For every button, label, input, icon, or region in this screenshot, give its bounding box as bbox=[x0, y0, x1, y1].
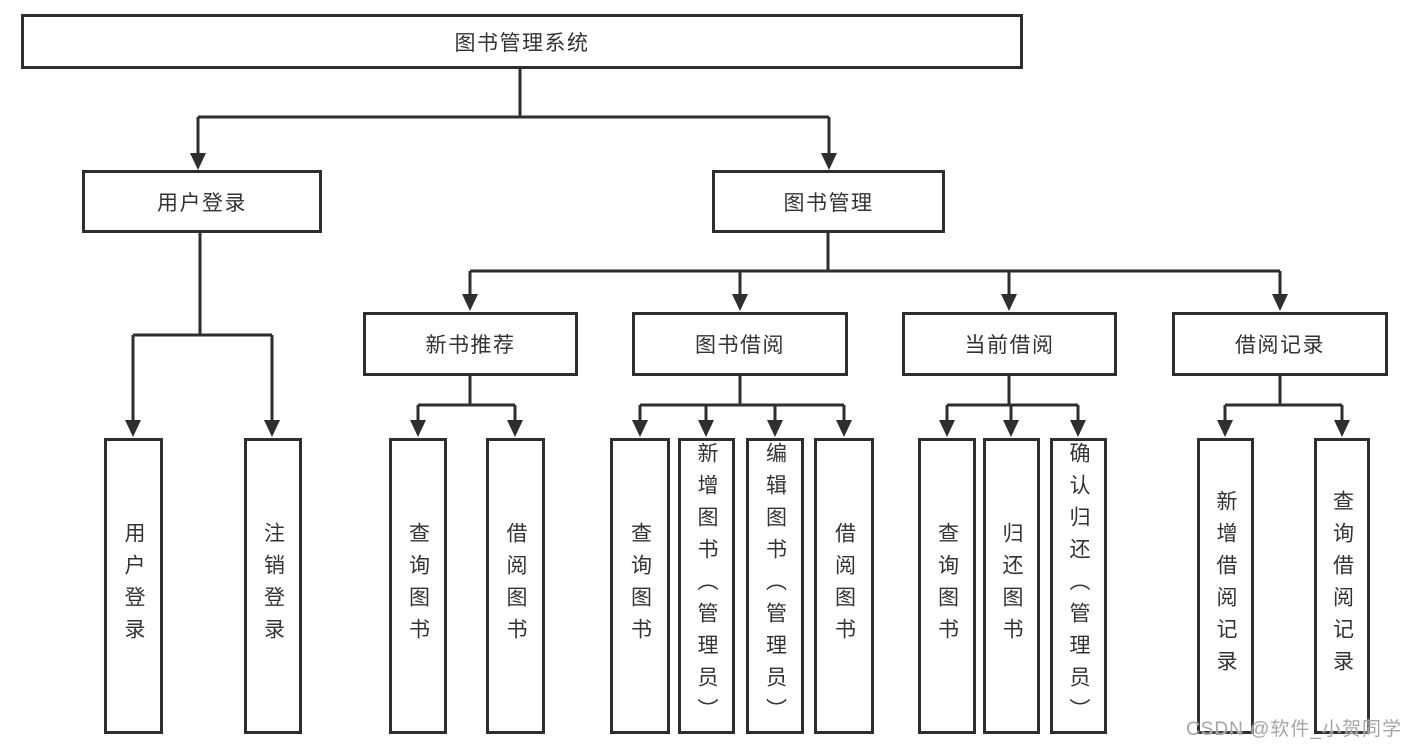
leaf-label: 确认归还（管理员） bbox=[1067, 442, 1090, 730]
leaf-add-borrow-record: 新增借阅记录 bbox=[1197, 438, 1254, 734]
leaf-label: 新增借阅记录 bbox=[1214, 490, 1237, 682]
connector-paths bbox=[131, 69, 1344, 424]
leaf-query-borrow-record: 查询借阅记录 bbox=[1314, 438, 1370, 734]
leaf-return-book: 归还图书 bbox=[983, 438, 1040, 734]
leaf-label: 注销登录 bbox=[261, 522, 285, 650]
leaf-query-book-newbook: 查询图书 bbox=[389, 438, 447, 734]
node-label: 图书管理系统 bbox=[454, 31, 590, 55]
leaf-label: 编辑图书（管理员） bbox=[763, 442, 787, 730]
leaf-edit-book-admin: 编辑图书（管理员） bbox=[746, 438, 804, 734]
node-label: 当前借阅 bbox=[964, 334, 1055, 357]
leaf-confirm-return-admin: 确认归还（管理员） bbox=[1050, 438, 1107, 734]
leaf-label: 查询借阅记录 bbox=[1330, 490, 1354, 682]
node-label: 图书借阅 bbox=[695, 334, 785, 357]
leaf-borrow-book: 借阅图书 bbox=[814, 438, 874, 734]
leaf-label: 查询图书 bbox=[935, 522, 959, 650]
leaf-query-book-borrow: 查询图书 bbox=[610, 438, 670, 734]
leaf-borrow-book-newbook: 借阅图书 bbox=[486, 438, 545, 734]
leaf-label: 查询图书 bbox=[406, 522, 430, 650]
node-user-login-branch: 用户登录 bbox=[82, 170, 322, 233]
node-new-book-recommend: 新书推荐 bbox=[363, 312, 578, 376]
leaf-logout: 注销登录 bbox=[244, 438, 302, 734]
arrowheads bbox=[125, 153, 1350, 437]
leaf-label: 查询图书 bbox=[628, 522, 652, 650]
leaf-query-book-current: 查询图书 bbox=[918, 438, 976, 734]
node-book-borrow: 图书借阅 bbox=[632, 312, 848, 376]
leaf-add-book-admin: 新增图书（管理员） bbox=[678, 438, 735, 734]
node-label: 新书推荐 bbox=[425, 334, 516, 357]
node-label: 图书管理 bbox=[783, 191, 874, 215]
leaf-user-login: 用户登录 bbox=[104, 438, 163, 734]
node-book-management-branch: 图书管理 bbox=[712, 170, 945, 233]
node-label: 借阅记录 bbox=[1235, 334, 1325, 357]
node-system-root: 图书管理系统 bbox=[21, 14, 1023, 69]
leaf-label: 新增图书（管理员） bbox=[695, 442, 718, 730]
leaf-label: 用户登录 bbox=[122, 522, 145, 650]
leaf-label: 借阅图书 bbox=[832, 522, 856, 650]
leaf-label: 归还图书 bbox=[1000, 522, 1023, 650]
csdn-watermark: CSDN @软件_小贺同学 bbox=[1186, 719, 1402, 740]
node-current-borrow: 当前借阅 bbox=[902, 312, 1117, 376]
node-label: 用户登录 bbox=[157, 191, 247, 215]
node-borrow-record: 借阅记录 bbox=[1172, 312, 1388, 376]
leaf-label: 借阅图书 bbox=[504, 522, 527, 650]
